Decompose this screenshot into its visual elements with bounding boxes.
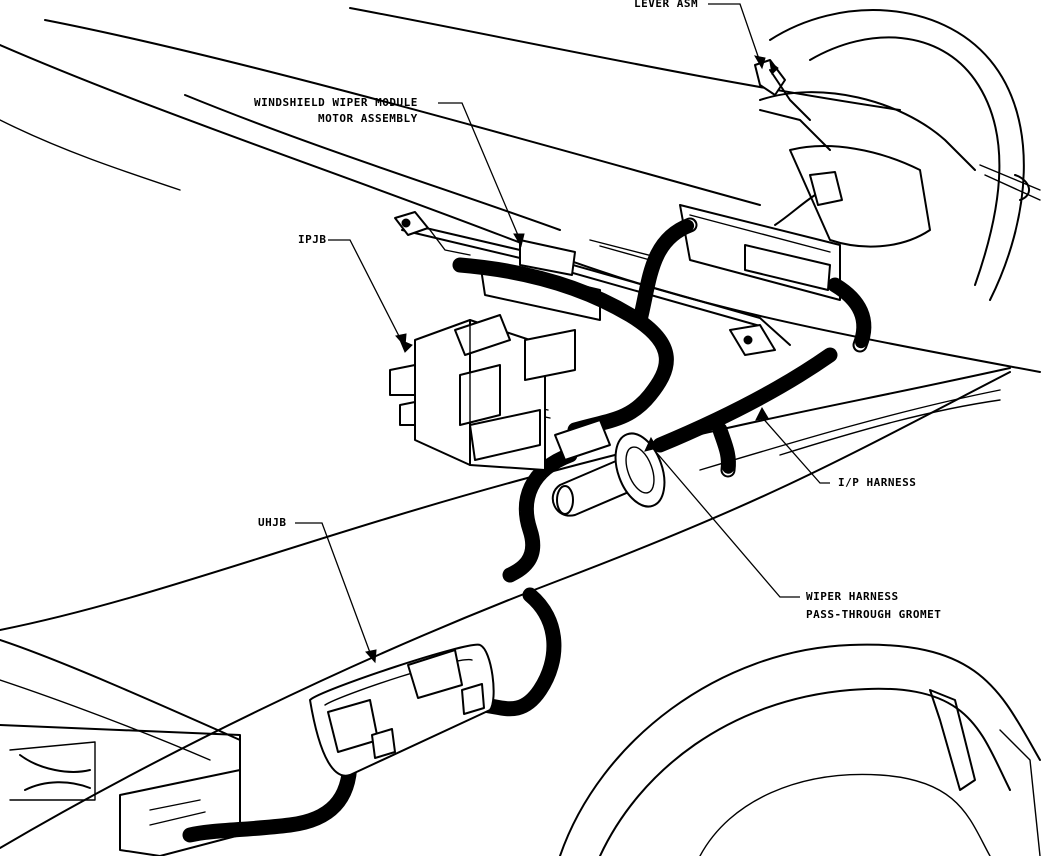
pass-through-grommet xyxy=(551,419,666,517)
label-wiper-module-line2: MOTOR ASSEMBLY xyxy=(318,112,418,125)
label-grommet-line2: PASS-THROUGH GROMET xyxy=(806,608,942,621)
label-wiper-module-line1: WINDSHIELD WIPER MODULE xyxy=(254,96,418,109)
label-lever-asm: LEVER ASM xyxy=(634,0,699,10)
lever-assembly xyxy=(754,59,811,121)
label-uhjb: UHJB xyxy=(258,516,287,529)
dash-connector-module xyxy=(679,171,843,301)
leader-lines xyxy=(295,3,830,664)
vehicle-body-outline xyxy=(0,7,1041,856)
label-grommet-line1: WIPER HARNESS xyxy=(806,590,899,603)
uhjb-junction-block xyxy=(309,643,495,777)
label-ip-harness: I/P HARNESS xyxy=(838,476,917,489)
label-ipjb: IPJB xyxy=(298,233,327,246)
ipjb-junction-block xyxy=(389,314,576,471)
